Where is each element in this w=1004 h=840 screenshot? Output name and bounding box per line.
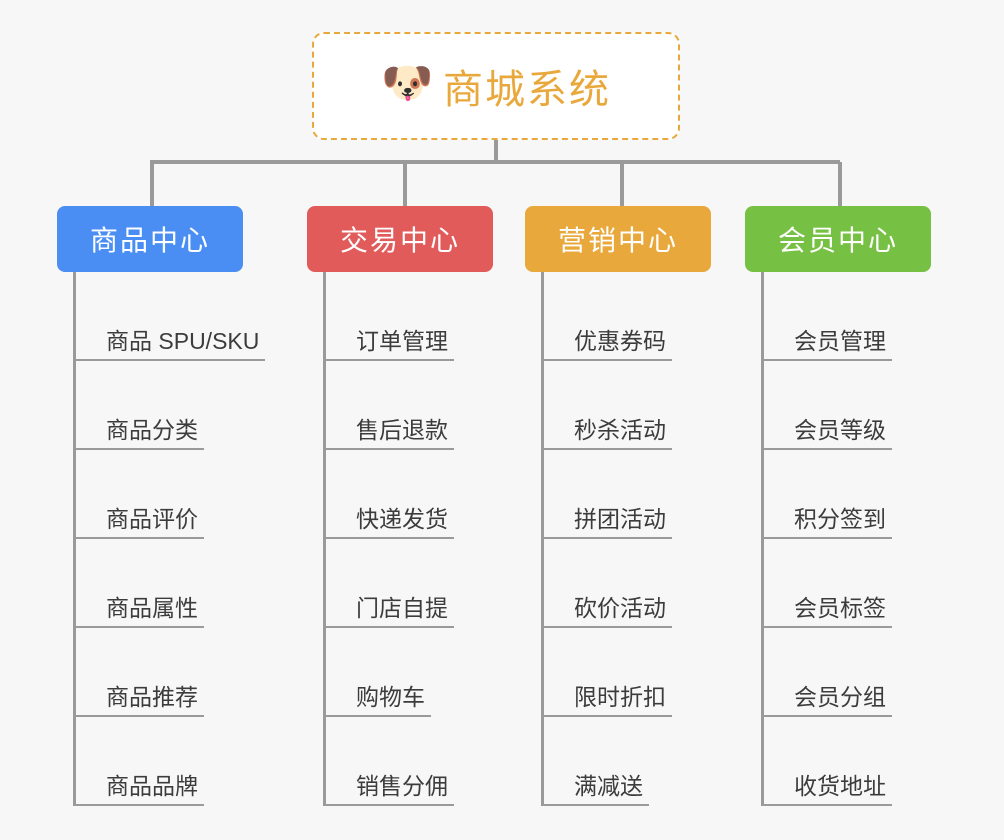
- connector-horizontal-bus: [150, 160, 840, 164]
- leaf-item-label: 优惠券码: [542, 328, 672, 361]
- root-node[interactable]: 🐶 商城系统: [312, 32, 680, 140]
- leaf-item-label: 商品推荐: [74, 684, 204, 717]
- leaf-item[interactable]: 售后退款: [323, 361, 454, 450]
- leaf-item[interactable]: 商品属性: [73, 539, 265, 628]
- leaf-item[interactable]: 优惠券码: [541, 272, 672, 361]
- leaf-item-label: 商品属性: [74, 595, 204, 628]
- leaf-item[interactable]: 积分签到: [761, 450, 892, 539]
- category-label-trade-center: 交易中心: [339, 225, 460, 256]
- connector-spine-product-center: [73, 272, 76, 806]
- leaf-item[interactable]: 拼团活动: [541, 450, 672, 539]
- leaf-item-label: 销售分佣: [324, 773, 454, 806]
- leaf-column-product-center: 商品 SPU/SKU 商品分类商品评价商品属性商品推荐商品品牌: [73, 272, 266, 806]
- shiba-dog-face-icon: 🐶: [381, 59, 434, 106]
- leaf-item[interactable]: 快递发货: [323, 450, 454, 539]
- leaf-item-label: 收货地址: [762, 773, 892, 806]
- leaf-item-label: 积分签到: [762, 506, 892, 539]
- category-label-marketing-center: 营销中心: [557, 225, 678, 256]
- leaf-item-label: 门店自提: [324, 595, 454, 628]
- leaf-item[interactable]: 收货地址: [761, 717, 892, 806]
- leaf-item-label: 会员标签: [762, 595, 892, 628]
- leaf-item[interactable]: 会员分组: [761, 628, 892, 717]
- connector-drop-trade-center: [403, 162, 407, 208]
- connector-drop-marketing-center: [620, 162, 624, 208]
- root-title: 商城系统: [443, 68, 611, 112]
- leaf-column-member-center: 会员管理会员等级积分签到会员标签会员分组收货地址: [761, 272, 892, 806]
- leaf-item[interactable]: 销售分佣: [323, 717, 454, 806]
- leaf-item-label: 满减送: [542, 773, 649, 806]
- connector-root-stem: [494, 140, 498, 162]
- leaf-item-label: 售后退款: [324, 417, 454, 450]
- connector-spine-trade-center: [323, 272, 326, 806]
- leaf-item-label: 商品 SPU/SKU: [74, 328, 266, 361]
- category-box-trade-center[interactable]: 交易中心: [307, 206, 493, 272]
- category-box-member-center[interactable]: 会员中心: [745, 206, 931, 272]
- leaf-item[interactable]: 会员管理: [761, 272, 892, 361]
- leaf-item[interactable]: 限时折扣: [541, 628, 672, 717]
- leaf-item-label: 商品分类: [74, 417, 204, 450]
- category-box-marketing-center[interactable]: 营销中心: [525, 206, 711, 272]
- leaf-item-label: 会员管理: [762, 328, 892, 361]
- leaf-item-label: 订单管理: [324, 328, 454, 361]
- leaf-item-label: 限时折扣: [542, 684, 672, 717]
- leaf-item[interactable]: 商品推荐: [73, 628, 265, 717]
- leaf-item[interactable]: 秒杀活动: [541, 361, 672, 450]
- connector-drop-member-center: [838, 162, 842, 208]
- leaf-item-label: 快递发货: [324, 506, 454, 539]
- leaf-item-label: 会员分组: [762, 684, 892, 717]
- leaf-item[interactable]: 门店自提: [323, 539, 454, 628]
- connector-spine-member-center: [761, 272, 764, 806]
- leaf-item[interactable]: 商品 SPU/SKU: [73, 272, 266, 361]
- leaf-item[interactable]: 砍价活动: [541, 539, 672, 628]
- leaf-item[interactable]: 满减送: [541, 717, 672, 806]
- leaf-column-trade-center: 订单管理售后退款快递发货门店自提购物车销售分佣: [323, 272, 454, 806]
- leaf-item[interactable]: 会员标签: [761, 539, 892, 628]
- leaf-item[interactable]: 会员等级: [761, 361, 892, 450]
- leaf-item-label: 拼团活动: [542, 506, 672, 539]
- leaf-item-label: 商品评价: [74, 506, 204, 539]
- leaf-item-label: 秒杀活动: [542, 417, 672, 450]
- category-label-product-center: 商品中心: [89, 225, 210, 256]
- leaf-item[interactable]: 订单管理: [323, 272, 454, 361]
- category-box-product-center[interactable]: 商品中心: [57, 206, 243, 272]
- category-label-member-center: 会员中心: [777, 225, 898, 256]
- leaf-item[interactable]: 商品品牌: [73, 717, 265, 806]
- leaf-item[interactable]: 商品评价: [73, 450, 265, 539]
- leaf-item[interactable]: 商品分类: [73, 361, 265, 450]
- leaf-item-label: 砍价活动: [542, 595, 672, 628]
- connector-spine-marketing-center: [541, 272, 544, 806]
- leaf-item-label: 商品品牌: [74, 773, 204, 806]
- leaf-item[interactable]: 购物车: [323, 628, 454, 717]
- connector-drop-product-center: [150, 162, 154, 208]
- leaf-item-label: 购物车: [324, 684, 431, 717]
- leaf-column-marketing-center: 优惠券码秒杀活动拼团活动砍价活动限时折扣满减送: [541, 272, 672, 806]
- leaf-item-label: 会员等级: [762, 417, 892, 450]
